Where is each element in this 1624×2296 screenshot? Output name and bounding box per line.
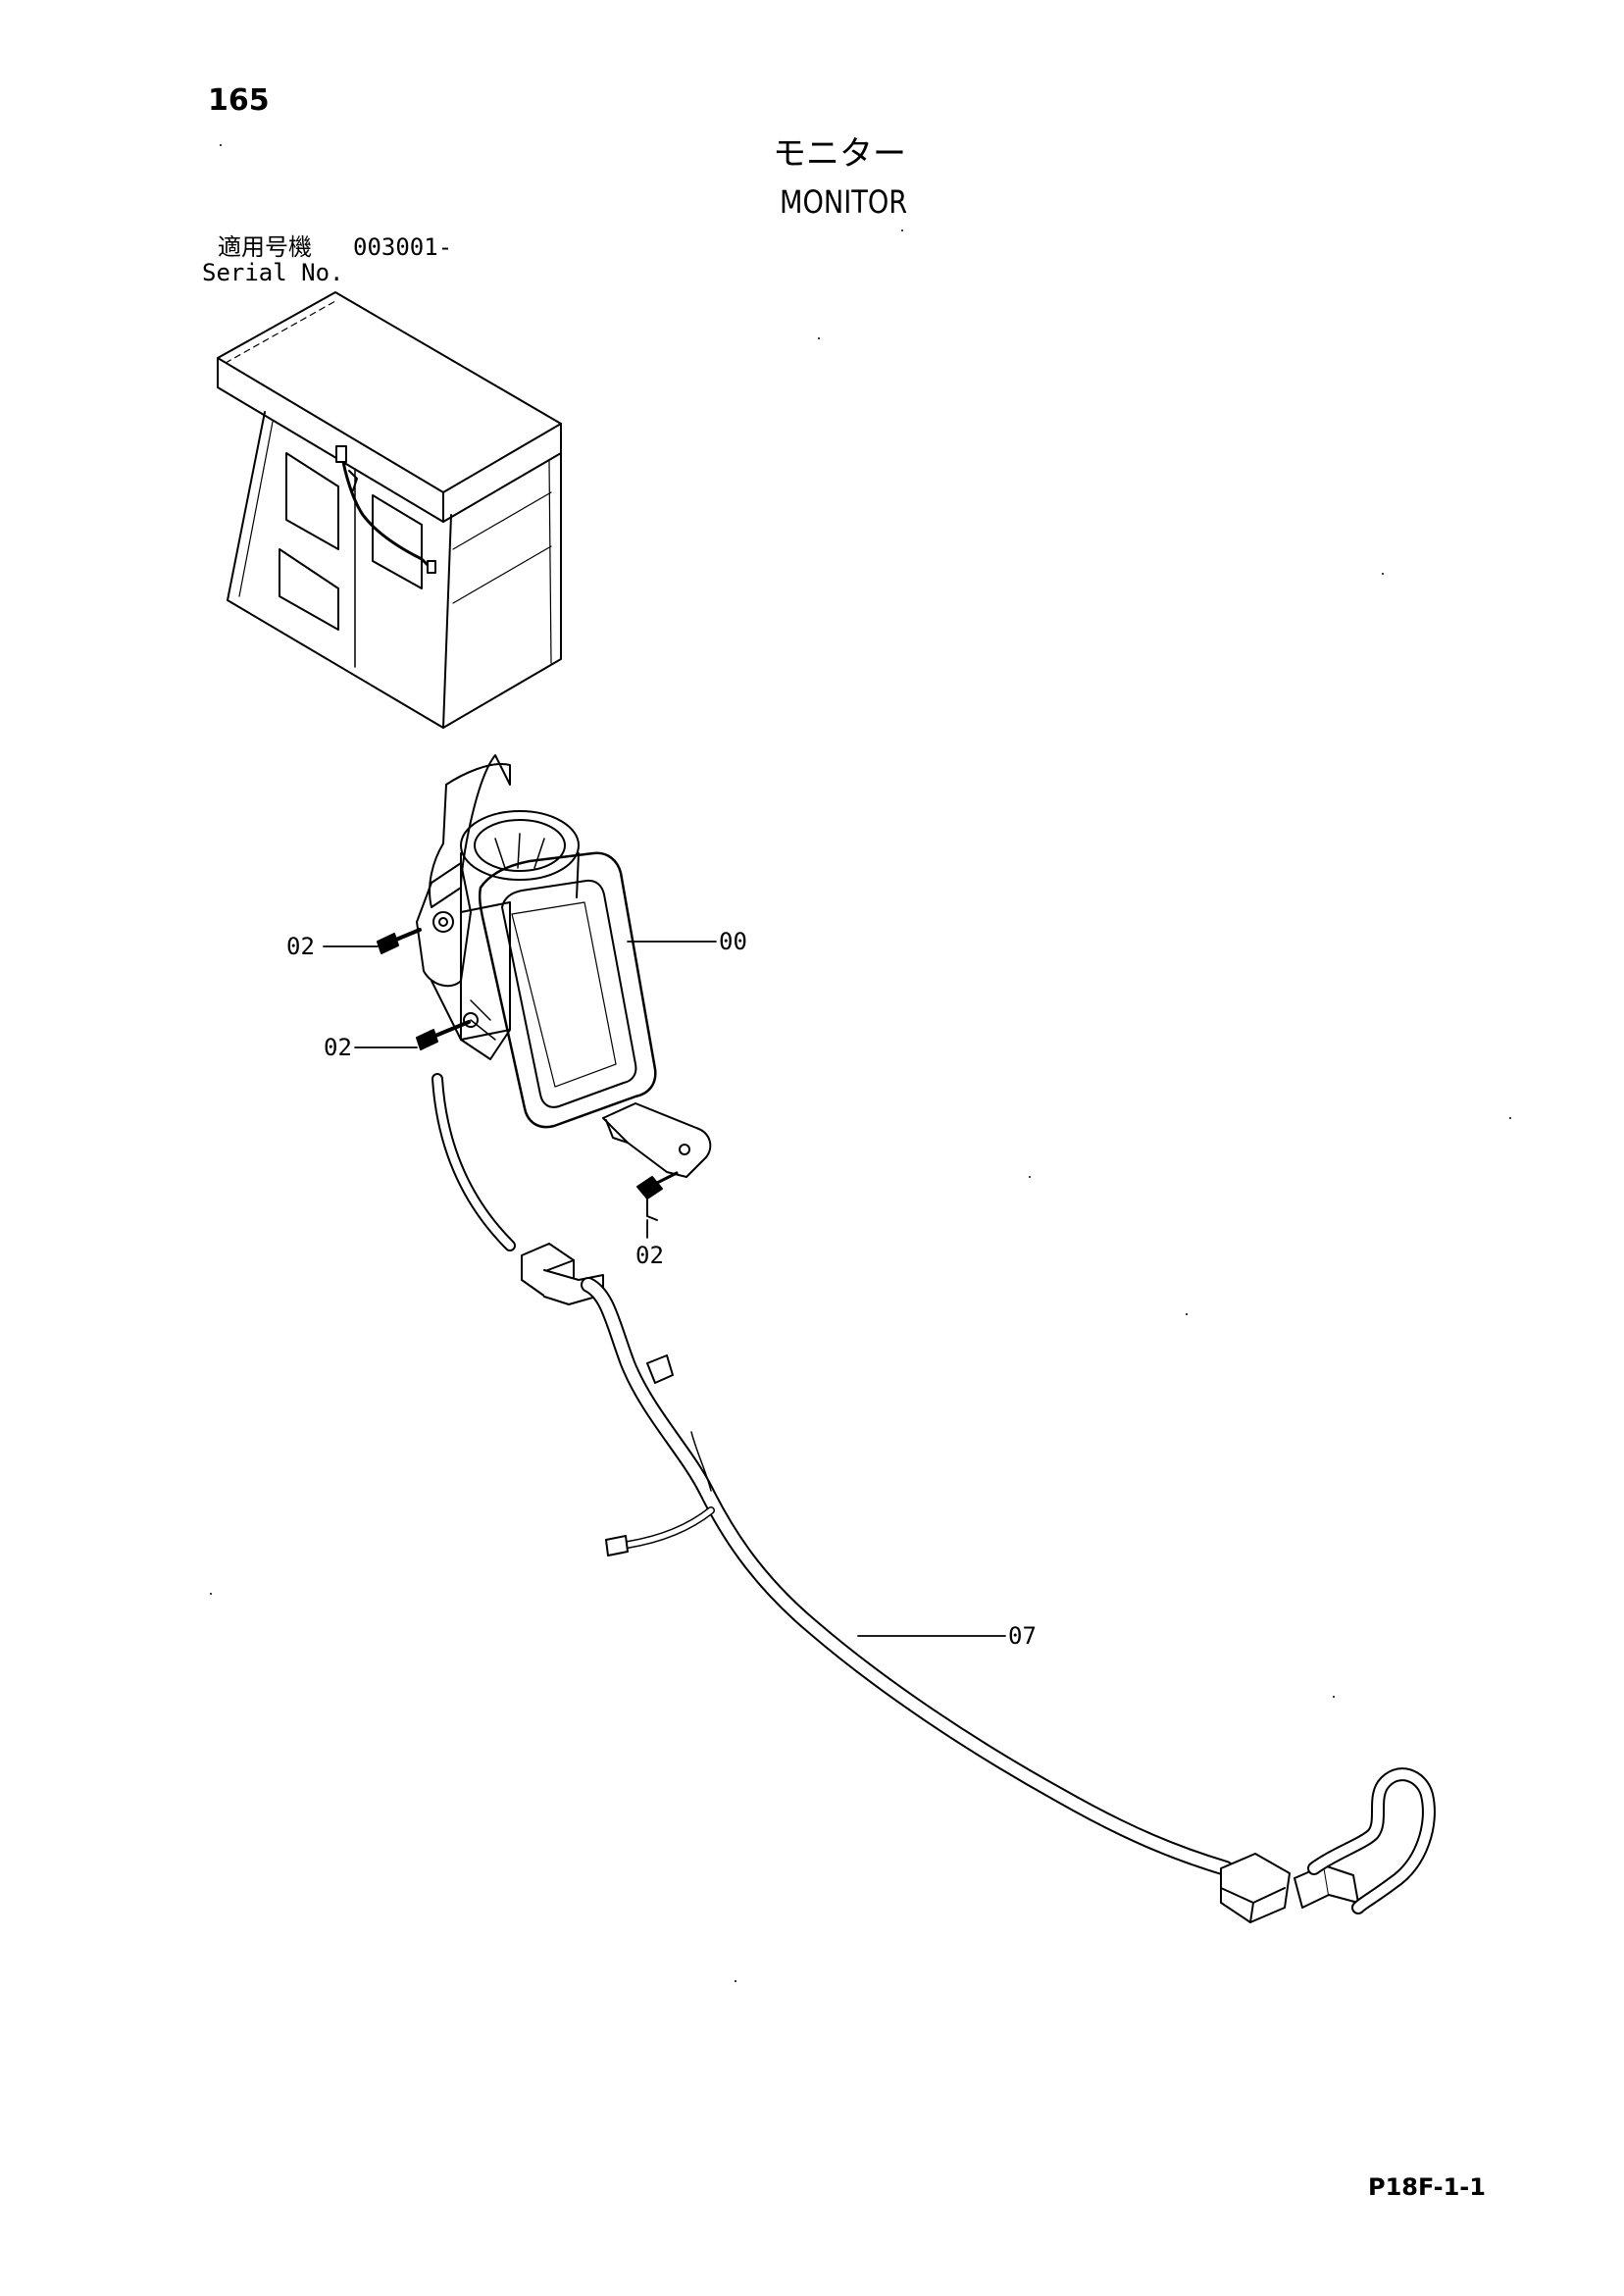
- title-japanese: モニター: [773, 134, 906, 174]
- callout-02-upper: 02: [286, 933, 315, 960]
- serial-number-value: 003001-: [353, 233, 453, 261]
- title-english: MONITOR: [780, 183, 908, 221]
- leader-lines: [323, 941, 1006, 1637]
- bolt-upper-left: [377, 928, 422, 954]
- footer-page-code: P18F-1-1: [1368, 2173, 1486, 2201]
- serial-label-english: Serial No.: [202, 259, 344, 286]
- monitor-assembly: [377, 754, 712, 1221]
- callout-02-middle: 02: [324, 1034, 352, 1061]
- wire-harness: [431, 1073, 1436, 1923]
- callout-00: 00: [719, 928, 747, 955]
- page-number: 165: [208, 83, 270, 118]
- cab-illustration: [217, 291, 562, 729]
- serial-label-japanese: 適用号機: [218, 233, 312, 261]
- callout-02-bottom: 02: [635, 1242, 664, 1269]
- callout-07: 07: [1008, 1622, 1037, 1650]
- bolt-bottom: [636, 1171, 679, 1221]
- bolt-middle-left: [416, 1012, 479, 1050]
- scan-specks: [210, 144, 1511, 1982]
